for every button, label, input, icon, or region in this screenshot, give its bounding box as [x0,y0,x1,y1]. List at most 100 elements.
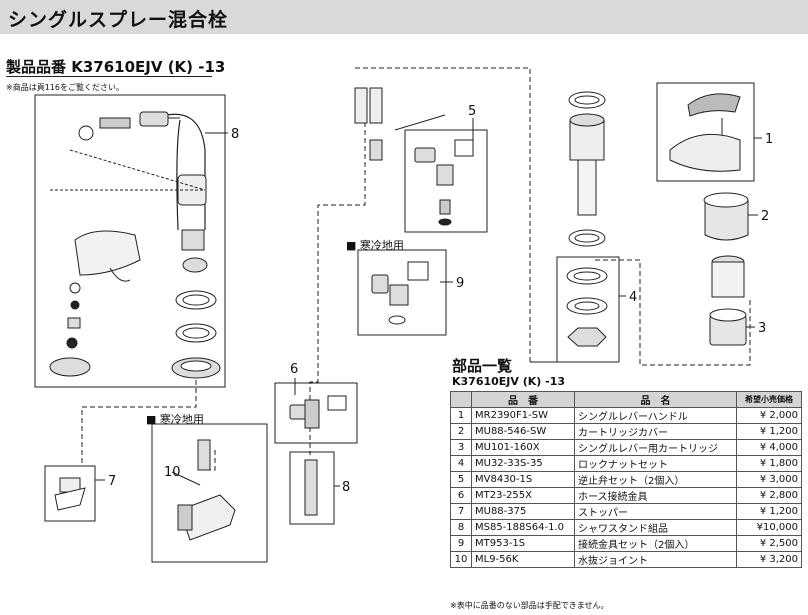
stopper [54,477,86,511]
product-number: 製品品番 K37610EJV (K) -13 [6,58,226,76]
row-part-name: ホース接続金具 [574,487,737,504]
row-no: 4 [450,455,472,472]
row-no: 7 [450,503,472,520]
callout-5: 5 [468,104,476,119]
row-part-name: シングルレバーハンドル [574,407,737,424]
panel-hose [289,451,335,525]
callout-8-top: 8 [231,127,239,142]
row-price: ¥ 1,200 [736,503,802,520]
fitting-set [371,261,429,325]
row-part-number: MU88-546-SW [471,423,575,440]
row-part-number: MV8430-1S [471,471,575,488]
callout-2: 2 [761,209,769,224]
header-no [450,391,472,408]
cold-region-label-2: ■ 寒冷地用 [146,412,204,426]
row-price: ¥ 1,800 [736,455,802,472]
valve-body [568,91,606,247]
panel-lever-handle [656,82,755,182]
flow-line-top [355,67,600,363]
page-title: シングルスプレー混合栓 [8,9,229,31]
row-part-number: MT953-1S [471,535,575,552]
header-part-name: 品 名 [574,391,737,408]
panel-drain-joint [151,423,268,563]
row-no: 1 [450,407,472,424]
parts-footnote: ※表中に品番のない部品は手配できません。 [450,601,609,610]
row-part-number: MS85-188S64-1.0 [471,519,575,536]
callout-4: 4 [629,290,637,305]
row-part-name: ストッパー [574,503,737,520]
drain-joint [177,439,236,541]
panel-lock-nut [556,256,620,363]
row-part-name: シャワスタンド組品 [574,519,737,536]
callout-9: 9 [456,276,464,291]
row-price: ¥ 1,200 [736,423,802,440]
hose-fitting [289,395,347,429]
row-no: 3 [450,439,472,456]
parts-list-model: K37610EJV (K) -13 [452,375,566,388]
lock-nut-set [566,267,608,347]
parts-list-title: 部品一覧 [452,357,513,375]
row-part-number: ML9-56K [471,551,575,568]
row-no: 5 [450,471,472,488]
lever-handle [669,93,741,172]
row-price: ¥ 3,000 [736,471,802,488]
callout-1: 1 [765,132,773,147]
row-part-number: MU32-33S-35 [471,455,575,472]
row-part-number: MU88-375 [471,503,575,520]
row-no: 2 [450,423,472,440]
row-part-name: 逆止弁セット（2個入） [574,471,737,488]
callout-7: 7 [108,474,116,489]
row-part-number: MT23-255X [471,487,575,504]
panel-check-valve [404,129,488,233]
panel-shower-stand [34,94,226,388]
row-part-name: カートリッジカバー [574,423,737,440]
row-part-number: MR2390F1-SW [471,407,575,424]
row-price: ¥ 4,000 [736,439,802,456]
callout-8-bottom: 8 [342,480,350,495]
cold-region-label-1: ■ 寒冷地用 [346,238,404,252]
row-no: 6 [450,487,472,504]
parts-table-header: 品 番 品 名 希望小売価格 [450,391,802,408]
header-price: 希望小売価格 [736,391,802,408]
row-part-name: 接続金具セット（2個入） [574,535,737,552]
callout-3: 3 [758,321,766,336]
callout-10: 10 [164,465,181,480]
header-part-number: 品 番 [471,391,575,408]
flow-line-stand [81,380,197,466]
panel-hose-fitting [274,382,358,444]
shower-head-spout [49,111,221,379]
panel-stopper [44,465,96,522]
row-no: 10 [450,551,472,568]
page-header: シングルスプレー混合栓 [0,0,808,34]
supply-hoses [354,87,446,161]
row-part-name: シングルレバー用カートリッジ [574,439,737,456]
row-no: 9 [450,535,472,552]
flow-line-hose [309,90,366,455]
row-part-name: ロックナットセット [574,455,737,472]
row-price: ¥10,000 [736,519,802,536]
row-price: ¥ 3,200 [736,551,802,568]
cartridge-cover [703,192,749,241]
row-price: ¥ 2,500 [736,535,802,552]
row-no: 8 [450,519,472,536]
check-valve-set [414,139,474,226]
product-note: ※商品は頁116をご覧ください。 [6,83,124,92]
cartridge [709,255,747,346]
row-price: ¥ 2,800 [736,487,802,504]
hose [304,459,318,516]
row-price: ¥ 2,000 [736,407,802,424]
row-part-number: MU101-160X [471,439,575,456]
product-underline [6,76,212,77]
